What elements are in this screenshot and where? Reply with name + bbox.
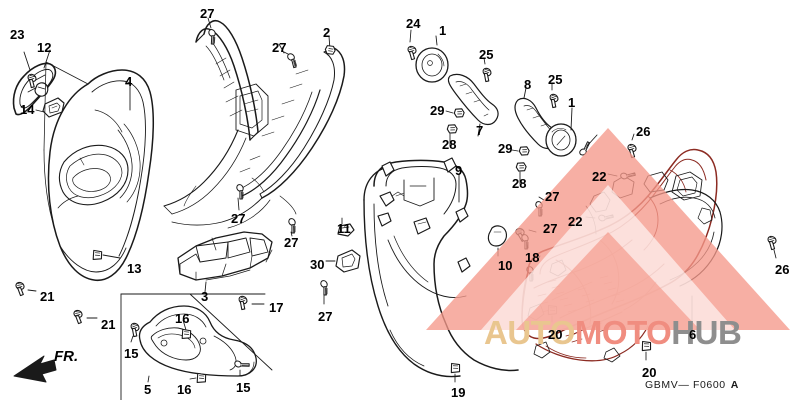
callout-label-17: 17: [269, 300, 284, 315]
callout-label-14: 14: [20, 102, 35, 117]
callout-label-2: 2: [323, 25, 331, 40]
callout-label-22: 22: [592, 169, 607, 184]
callout-label-3: 3: [201, 289, 209, 304]
callout-label-20: 20: [642, 365, 657, 380]
callout-label-28: 28: [442, 137, 457, 152]
callout-label-29: 29: [430, 103, 445, 118]
callout-label-27: 27: [543, 221, 558, 236]
callout-label-16: 16: [175, 311, 190, 326]
callout-label-5: 5: [144, 382, 152, 397]
callout-label-26: 26: [775, 262, 790, 277]
callout-label-27: 27: [200, 6, 215, 21]
direction-marker-label: FR.: [54, 348, 79, 365]
watermark-segment-moto: MOTO: [574, 314, 672, 351]
callout-label-25: 25: [548, 72, 563, 87]
callout-label-9: 9: [455, 163, 463, 178]
callout-label-15: 15: [124, 346, 139, 361]
callout-label-6: 6: [689, 327, 697, 342]
callout-label-27: 27: [284, 235, 299, 250]
callout-label-11: 11: [337, 221, 351, 236]
watermark-text: AUTOMOTOHUB: [484, 313, 800, 353]
callout-label-7: 7: [476, 123, 484, 138]
callout-label-25: 25: [479, 47, 494, 62]
callout-label-21: 21: [40, 289, 55, 304]
callout-label-19: 19: [451, 385, 466, 400]
callout-label-23: 23: [10, 27, 25, 42]
callout-label-30: 30: [310, 257, 325, 272]
callout-label-15: 15: [236, 380, 251, 395]
part-code-text: GBMV— F0600: [645, 379, 726, 391]
callout-label-29: 29: [498, 141, 513, 156]
callout-label-27: 27: [318, 309, 333, 324]
callout-label-4: 4: [125, 74, 133, 89]
callout-label-21: 21: [101, 317, 116, 332]
callout-label-24: 24: [406, 16, 421, 31]
callout-label-22: 22: [568, 214, 583, 229]
callout-label-27: 27: [272, 40, 287, 55]
callout-label-13: 13: [127, 261, 142, 276]
callout-label-18: 18: [525, 250, 540, 265]
callout-label-1: 1: [568, 95, 576, 110]
callout-label-10: 10: [498, 258, 513, 273]
part-code: GBMV— F0600 A: [645, 379, 739, 391]
callout-label-27: 27: [231, 211, 246, 226]
callout-label-8: 8: [524, 77, 532, 92]
callout-label-26: 26: [636, 124, 651, 139]
callout-label-27: 27: [545, 189, 560, 204]
callout-label-28: 28: [512, 176, 527, 191]
callout-label-1: 1: [439, 23, 447, 38]
watermark-segment-auto: AUTO: [484, 314, 575, 351]
part-code-suffix: A: [730, 379, 739, 391]
callout-label-20: 20: [548, 327, 563, 342]
watermark-segment-hub: HUB: [671, 314, 742, 351]
callout-label-12: 12: [37, 40, 52, 55]
callout-label-16: 16: [177, 382, 192, 397]
